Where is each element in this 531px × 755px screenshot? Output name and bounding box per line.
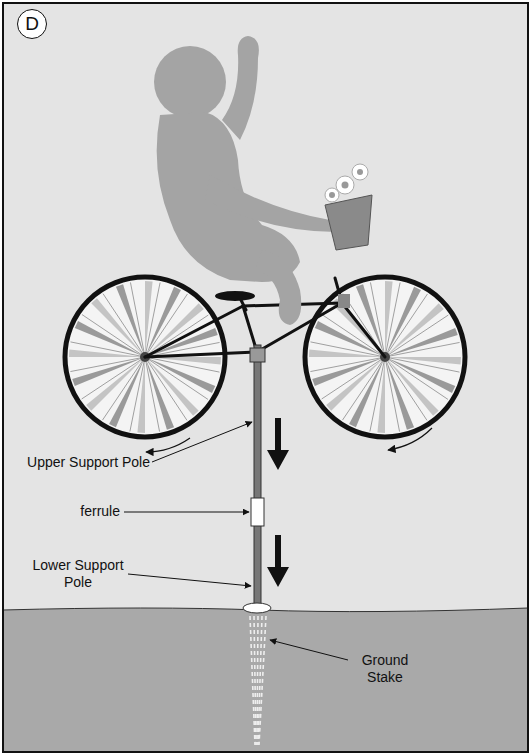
baby-figure — [154, 36, 336, 325]
support-pole — [254, 345, 261, 607]
down-arrow — [267, 535, 289, 587]
frame-border — [3, 3, 528, 752]
flowers — [325, 164, 368, 202]
wheel — [305, 277, 465, 437]
rotation-arrow — [388, 428, 432, 450]
wheels — [65, 277, 465, 437]
leader-lines — [124, 422, 348, 660]
ground-stake — [250, 616, 266, 745]
ferrule — [251, 498, 264, 526]
part-label: Ground Stake — [350, 652, 420, 686]
panel-letter: D — [25, 13, 39, 35]
part-label: Upper Support Pole — [14, 454, 150, 471]
sky-ground — [3, 3, 528, 752]
basket — [325, 195, 372, 250]
part-label: ferrule — [60, 503, 120, 520]
soil — [3, 608, 528, 752]
down-arrow — [267, 418, 289, 470]
stake-collar — [243, 603, 271, 613]
pole-clamp — [250, 348, 265, 362]
bike-frame — [145, 278, 385, 357]
saddle — [215, 291, 255, 301]
part-label: Lower Support Pole — [30, 557, 126, 591]
panel-letter-circle: D — [17, 9, 47, 39]
head-tube — [338, 294, 350, 308]
